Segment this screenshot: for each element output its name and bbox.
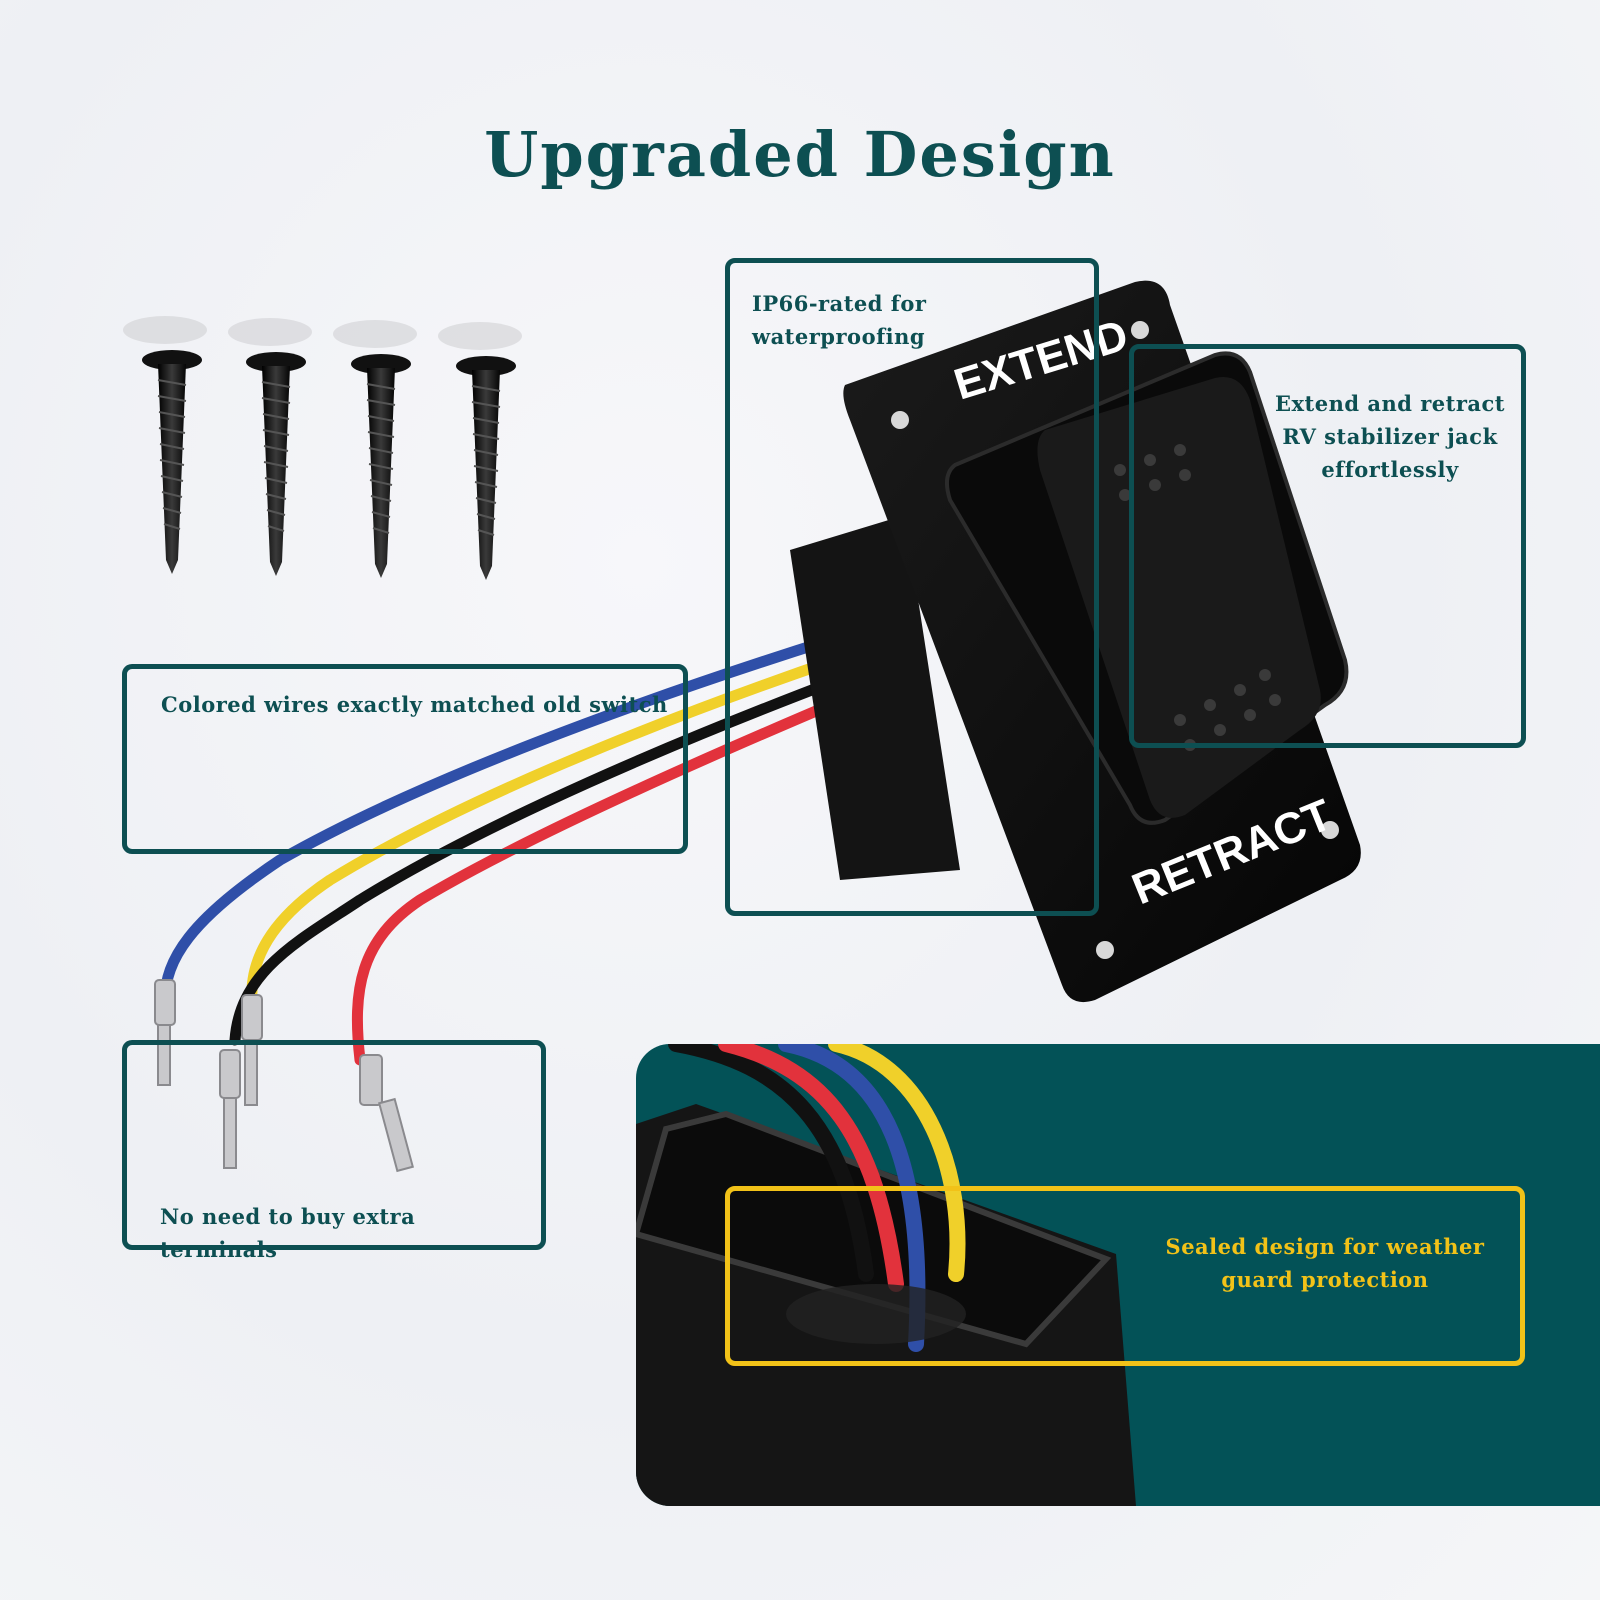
callout-sealed — [725, 1186, 1525, 1366]
callout-rv-jack — [1129, 344, 1526, 748]
mounting-hole — [1131, 321, 1149, 339]
waterproof-line-2: waterproofing — [752, 324, 926, 349]
mounting-hole — [1096, 941, 1114, 959]
page-title: Upgraded Design — [484, 118, 1116, 191]
mounting-hole — [1321, 821, 1339, 839]
sealed-line-2: guard protection — [1221, 1267, 1429, 1292]
rocker-grip-dots — [1114, 444, 1281, 751]
sealed-line-1: Sealed design for weather — [1165, 1234, 1485, 1259]
waterproof-text: IP66-rated for waterproofing — [752, 287, 1072, 353]
screw-4 — [438, 322, 522, 580]
callout-terminals — [122, 1040, 546, 1250]
rocker-switch — [1037, 376, 1321, 818]
screw-2 — [228, 318, 312, 576]
rv-jack-line-2: RV stabilizer jack — [1282, 424, 1498, 449]
waterproof-line-1: IP66-rated for — [752, 291, 927, 316]
terminals-text: No need to buy extra terminals — [160, 1204, 416, 1262]
wire-terminals — [154, 979, 415, 1173]
sealed-text: Sealed design for weather guard protecti… — [1140, 1230, 1510, 1296]
rv-jack-line-3: effortlessly — [1321, 457, 1459, 482]
rv-jack-text: Extend and retract RV stabilizer jack ef… — [1270, 387, 1510, 486]
sealed-box-illustration — [636, 1044, 1136, 1506]
mounting-hole — [891, 411, 909, 429]
sealed-design-panel — [636, 1044, 1600, 1506]
screw-3 — [333, 320, 417, 578]
callout-wires — [122, 664, 688, 854]
callout-waterproof — [725, 258, 1099, 916]
rv-jack-line-1: Extend and retract — [1274, 391, 1505, 416]
switch-housing — [790, 515, 960, 880]
screw-1 — [123, 316, 207, 574]
wires-text: Colored wires exactly matched old switch — [161, 692, 668, 717]
